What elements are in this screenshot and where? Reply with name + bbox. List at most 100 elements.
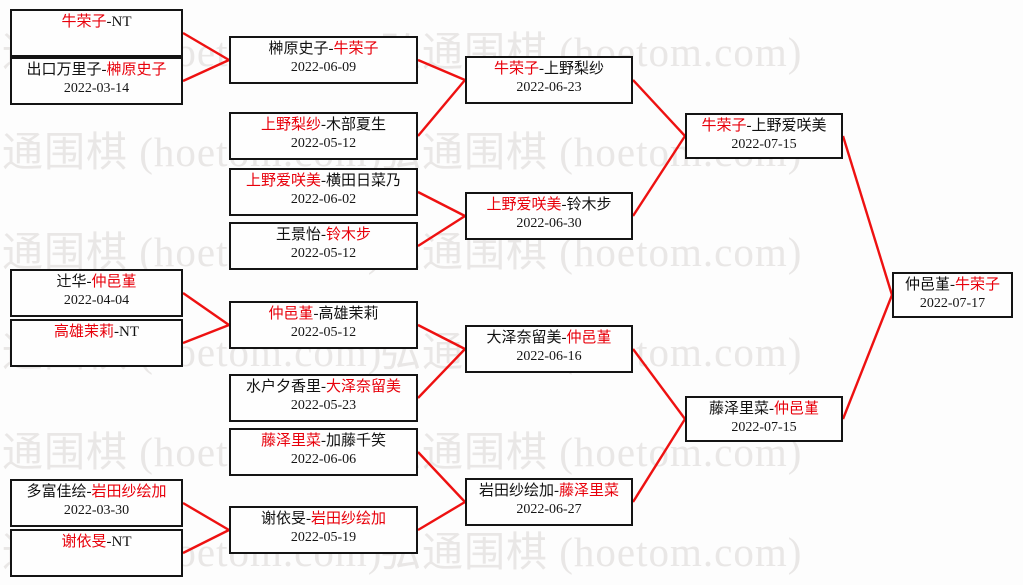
player-left: 藤泽里菜 [708, 401, 769, 417]
match-players: 藤泽里菜-加藤千笑 [231, 432, 416, 451]
player-separator: - [321, 227, 326, 243]
watermark-text: 弘通围棋 (hoetom.com) [380, 529, 803, 575]
connector-line [417, 79, 466, 137]
match-players: 牛荣子-上野梨纱 [467, 60, 631, 79]
match-players: 仲邑堇-牛荣子 [894, 276, 1011, 295]
match-node[interactable]: 牛荣子-NT [10, 9, 183, 57]
connector-line [841, 294, 894, 420]
player-left: 上野梨纱 [260, 117, 321, 133]
player-separator: - [539, 61, 544, 77]
player-left: 牛荣子 [493, 61, 539, 77]
match-date: 2022-05-12 [290, 246, 357, 261]
match-date: 2022-07-15 [731, 137, 797, 152]
player-left: 仲邑堇 [904, 277, 950, 293]
player-right: NT [119, 324, 139, 340]
match-players: 藤泽里菜-仲邑堇 [687, 400, 841, 419]
connector-line [631, 135, 687, 217]
player-right: 仲邑堇 [91, 274, 137, 290]
match-node[interactable]: 谢依旻-NT [10, 529, 183, 577]
connector-line [632, 348, 686, 420]
player-right: 仲邑堇 [566, 330, 612, 346]
match-players: 高雄茉莉-NT [12, 323, 181, 342]
player-left: 上野爱咲美 [486, 197, 562, 213]
player-left: 大泽奈留美 [486, 330, 562, 346]
connector-line [417, 451, 466, 503]
match-players: 出口万里子-榊原史子 [12, 61, 181, 80]
player-left: 牛荣子 [61, 14, 107, 30]
match-date: 2022-06-16 [516, 349, 582, 364]
player-separator: - [321, 173, 326, 189]
match-date: 2022-06-02 [290, 192, 357, 207]
match-players: 谢依旻-岩田纱绘加 [231, 510, 416, 529]
match-date: 2022-05-19 [290, 530, 357, 545]
player-left: 王景怡 [275, 227, 321, 243]
player-left: 高雄茉莉 [53, 324, 114, 340]
connector-line [632, 79, 686, 137]
match-players: 牛荣子-上野爱咲美 [687, 117, 841, 136]
player-separator: - [306, 511, 311, 527]
player-right: 木部夏生 [326, 117, 387, 133]
player-left: 谢依旻 [260, 511, 306, 527]
player-separator: - [114, 324, 119, 340]
connector-line [182, 501, 230, 532]
match-node[interactable]: 上野爱咲美-横田日菜乃 2022-06-02 [229, 168, 418, 216]
player-left: 仲邑堇 [268, 306, 314, 322]
player-right: 大泽奈留美 [326, 379, 402, 395]
connector-line [417, 500, 466, 532]
match-date: 2022-05-12 [290, 325, 357, 340]
connector-line [631, 418, 687, 503]
player-left: 上野爱咲美 [245, 173, 321, 189]
player-separator: - [554, 483, 559, 499]
match-date: 2022-06-27 [516, 502, 582, 517]
match-players: 上野爱咲美-铃木步 [467, 196, 631, 215]
player-left: 岩田纱绘加 [478, 483, 554, 499]
player-separator: - [321, 433, 326, 449]
player-separator: - [328, 41, 334, 57]
match-players: 谢依旻-NT [12, 533, 181, 552]
connector-line [417, 58, 466, 82]
match-players: 岩田纱绘加-藤泽里菜 [467, 482, 631, 501]
match-date: 2022-04-04 [63, 293, 130, 308]
player-left: 藤泽里菜 [260, 433, 321, 449]
player-right: 牛荣子 [955, 277, 1001, 293]
player-separator: - [106, 534, 112, 550]
match-date: 2022-06-23 [516, 80, 582, 95]
match-node[interactable]: 王景怡-铃木步 2022-05-12 [229, 222, 418, 270]
match-date: 2022-07-17 [919, 296, 986, 311]
player-separator: - [321, 379, 326, 395]
match-date: 2022-07-15 [731, 420, 797, 435]
connector-line [417, 214, 466, 248]
player-left: 榊原史子 [268, 41, 329, 57]
connector-line [841, 135, 894, 296]
player-right: 铃木步 [326, 227, 372, 243]
player-right: 横田日菜乃 [326, 173, 402, 189]
match-players: 榊原史子-牛荣子 [231, 40, 416, 59]
player-separator: - [86, 274, 92, 290]
player-separator: - [769, 401, 774, 417]
match-date: 2022-06-09 [290, 60, 357, 75]
player-left: 水户夕香里 [245, 379, 321, 395]
match-date: 2022-06-30 [516, 216, 582, 231]
player-separator: - [313, 306, 319, 322]
connector-line [182, 31, 230, 62]
connector-line [417, 348, 466, 399]
player-right: 仲邑堇 [774, 401, 820, 417]
match-node[interactable]: 高雄茉莉-NT [10, 319, 183, 367]
